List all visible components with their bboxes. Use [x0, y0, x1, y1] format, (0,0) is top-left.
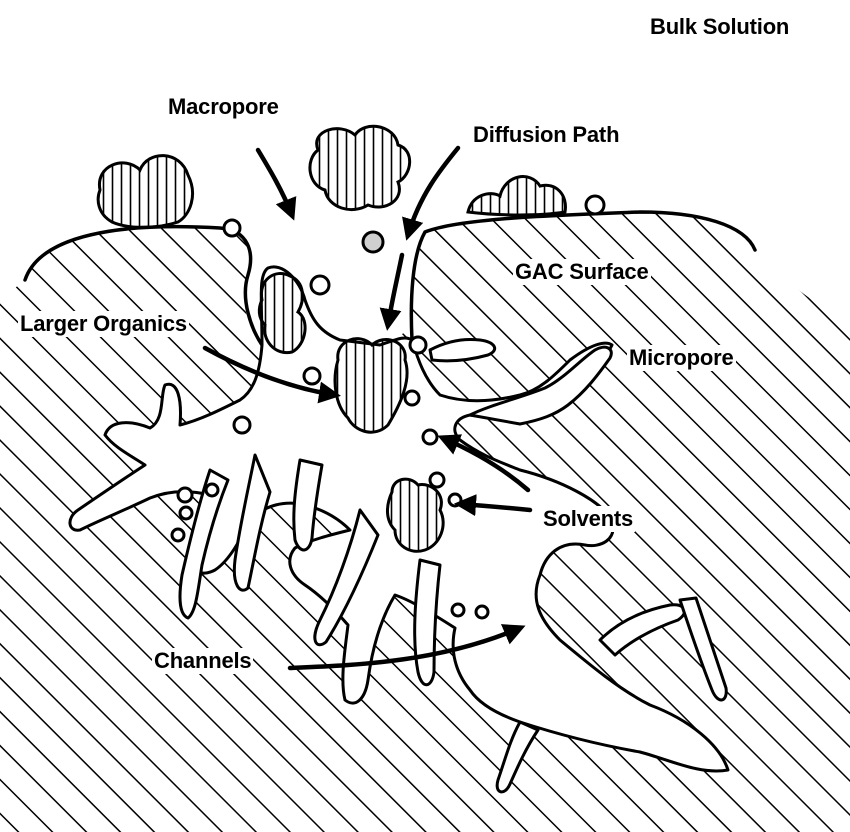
solvent-dot: [224, 220, 240, 236]
solvent-dot: [476, 606, 488, 618]
organic-blob-top-right: [468, 177, 565, 215]
solvent-dot: [452, 604, 464, 616]
diffusion-path-arrow: [408, 148, 458, 235]
organic-blob-top-left: [98, 156, 192, 228]
solvent-dot: [423, 430, 437, 444]
label-bulk-solution: Bulk Solution: [650, 14, 789, 40]
diffusion-path-arrow-lower: [388, 255, 402, 325]
organic-blob-top-center: [310, 126, 410, 209]
solvent-dot: [410, 337, 426, 353]
solvent-dot: [206, 484, 218, 496]
solvent-dot: [180, 507, 192, 519]
label-channels: Channels: [152, 648, 253, 674]
solvent-dot: [430, 473, 444, 487]
solvent-dot: [178, 488, 192, 502]
label-larger-organics: Larger Organics: [18, 311, 189, 337]
macropore-arrow: [258, 150, 292, 215]
label-solvents: Solvents: [541, 506, 635, 532]
solvent-dot: [304, 368, 320, 384]
solvent-dot: [586, 196, 604, 214]
solvent-dot: [172, 529, 184, 541]
solvent-dot: [405, 391, 419, 405]
label-macropore: Macropore: [168, 94, 279, 120]
solvent-dot: [363, 232, 383, 252]
label-diffusion-path: Diffusion Path: [473, 122, 619, 148]
solvent-dot: [311, 276, 329, 294]
label-micropore: Micropore: [627, 345, 736, 371]
solvent-dot: [234, 417, 250, 433]
organic-blob-macropore-left: [259, 273, 305, 352]
label-gac-surface: GAC Surface: [513, 259, 651, 285]
